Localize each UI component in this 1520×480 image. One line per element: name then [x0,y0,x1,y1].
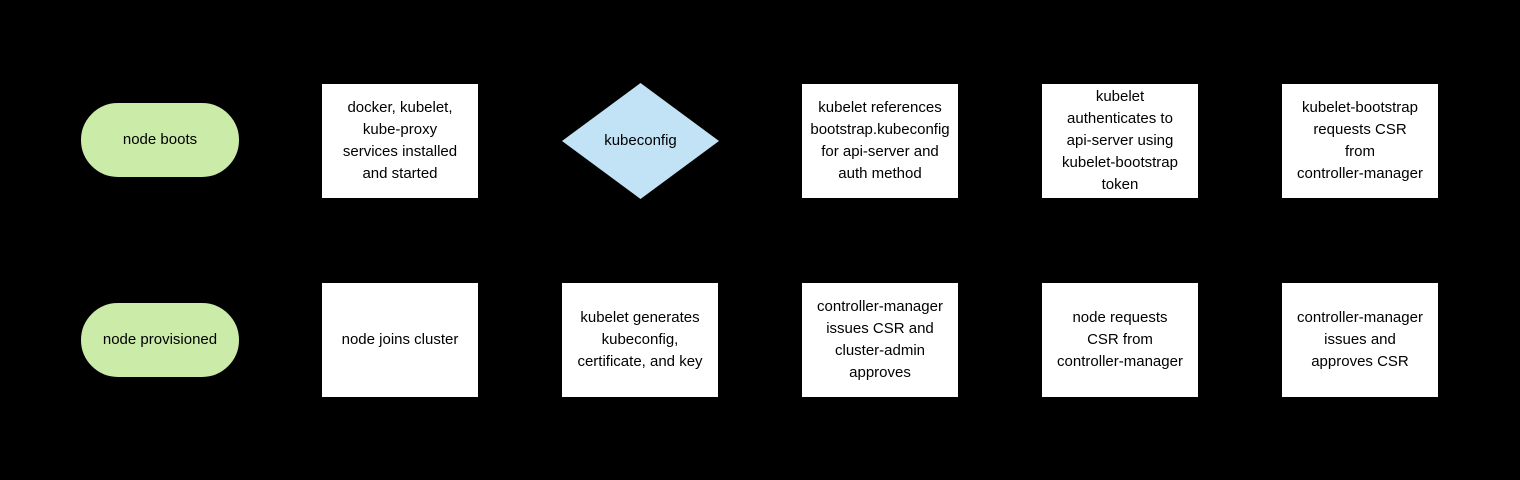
flow-node-label-node-joins-cluster: node joins cluster [341,331,459,348]
flow-node-node-requests-csr[interactable]: node requests CSR from controller-manage… [1041,282,1199,398]
flow-node-controller-manager-issues-csr[interactable]: controller-manager issues CSR and cluste… [801,282,959,398]
flow-node-node-joins-cluster[interactable]: node joins cluster [321,282,479,398]
flow-node-services-installed[interactable]: docker, kubelet, kube-proxy services ins… [321,83,479,199]
flow-node-kubelet-authenticates[interactable]: kubelet authenticates to api-server usin… [1041,83,1199,199]
flow-node-node-provisioned[interactable]: node provisioned [81,303,239,377]
flow-node-label-kubelet-authenticates: kubelet authenticates to api-server usin… [1062,88,1178,193]
flow-node-label-node-requests-csr: node requests CSR from controller-manage… [1057,309,1183,370]
flow-node-controller-manager-approves-csr[interactable]: controller-manager issues and approves C… [1281,282,1439,398]
flow-node-label-kubelet-references-bootstrap: kubelet references bootstrap.kubeconfig … [810,99,950,182]
flow-node-label-node-boots: node boots [122,131,198,148]
flow-node-kubeconfig[interactable]: kubeconfig [562,83,719,199]
flow-node-node-boots[interactable]: node boots [81,103,239,177]
flow-node-label-controller-manager-approves-csr: controller-manager issues and approves C… [1297,309,1423,370]
flow-node-kubelet-bootstrap-requests-csr[interactable]: kubelet-bootstrap requests CSR from cont… [1281,83,1439,199]
flow-node-label-kubelet-generates: kubelet generates kubeconfig, certificat… [577,309,703,370]
flow-node-label-kubeconfig: kubeconfig [604,132,677,149]
flow-node-kubelet-generates[interactable]: kubelet generates kubeconfig, certificat… [561,282,719,398]
flow-node-label-node-provisioned: node provisioned [102,331,218,348]
flow-node-kubelet-references-bootstrap[interactable]: kubelet references bootstrap.kubeconfig … [801,83,959,199]
flow-node-label-services-installed: docker, kubelet, kube-proxy services ins… [342,99,458,182]
flow-node-label-kubelet-bootstrap-requests-csr: kubelet-bootstrap requests CSR from cont… [1297,99,1423,182]
flow-node-label-controller-manager-issues-csr: controller-manager issues CSR and cluste… [817,298,943,381]
